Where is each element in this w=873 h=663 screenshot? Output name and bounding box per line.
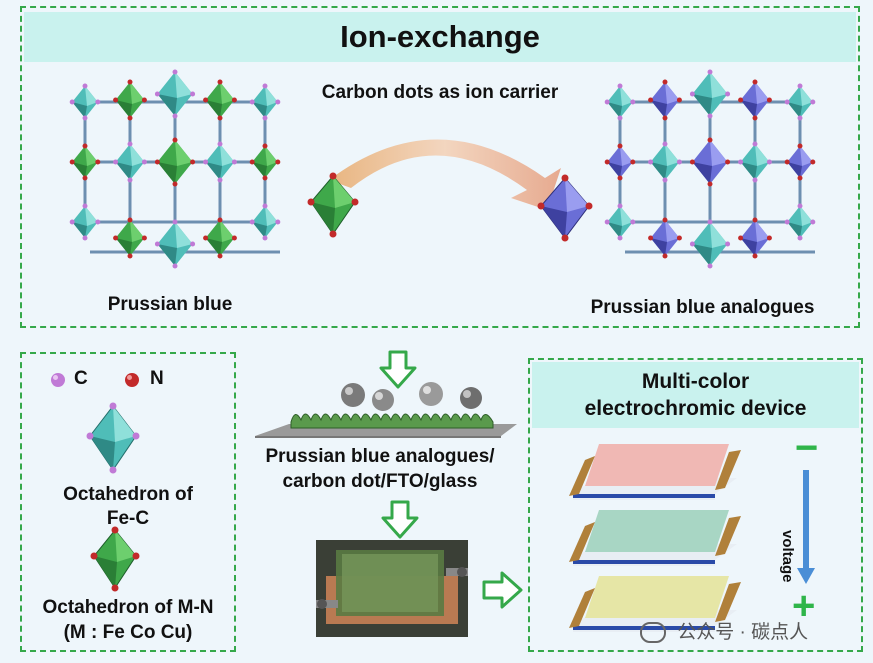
exchanged-octahedron-green	[307, 172, 359, 238]
legend-panel	[20, 352, 236, 652]
device-title-line1: Multi-color	[641, 370, 750, 393]
device-title: Multi-color electrochromic device	[532, 362, 859, 428]
carbon-atom-dot	[51, 373, 65, 387]
nitrogen-atom-dot	[125, 373, 139, 387]
pba-octahedron-8	[738, 141, 772, 183]
stack-label-line2: carbon dot/FTO/glass	[282, 471, 478, 492]
pb-octahedron-4	[249, 83, 281, 121]
pba-octahedron-5	[604, 143, 636, 181]
pba-octahedron-3	[738, 79, 772, 121]
pba-octahedron-14	[784, 203, 816, 241]
pba-octahedron-7	[689, 137, 731, 187]
pb-octahedron-7	[154, 137, 196, 187]
pba-octahedron-10	[604, 203, 636, 241]
carrier-label: Carbon dots as ion carrier	[321, 82, 559, 103]
fe-c-label-line2: Fe-C	[106, 508, 150, 529]
pb-octahedron-11	[113, 217, 147, 259]
pb-octahedron-6	[113, 141, 147, 183]
pb-octahedron-1	[113, 79, 147, 121]
voltage-plus: +	[792, 584, 816, 628]
watermark-text: 公众号 · 碳点人	[677, 622, 809, 643]
film-stack-illustration	[255, 382, 517, 438]
prussian-blue-lattice	[69, 69, 281, 269]
watermark: 公众号 · 碳点人	[640, 617, 808, 644]
device-layer-2	[569, 576, 741, 632]
down-arrow-icon-2	[381, 500, 419, 539]
pb-octahedron-12	[154, 219, 196, 269]
pba-octahedron-12	[689, 219, 731, 269]
pba-octahedron-2	[689, 69, 731, 119]
ion-exchange-title: Ion-exchange	[24, 12, 856, 62]
carbon-atom-label: C	[74, 368, 88, 389]
down-arrow-icon	[379, 350, 417, 389]
pb-octahedron-2	[154, 69, 196, 119]
prussian-blue-label: Prussian blue	[107, 294, 233, 315]
prussian-blue-analogue-lattice	[604, 69, 816, 269]
pb-octahedron-5	[69, 143, 101, 181]
m-n-label-line1: Octahedron of M-N	[42, 597, 214, 618]
prussian-blue-analogues-label: Prussian blue analogues	[590, 297, 815, 318]
pb-octahedron-10	[69, 203, 101, 241]
voltage-arrow	[797, 470, 815, 584]
pb-octahedron-14	[249, 203, 281, 241]
pba-octahedron-1	[648, 79, 682, 121]
pb-octahedron-3	[203, 79, 237, 121]
pb-octahedron-0	[69, 83, 101, 121]
ion-exchange-arrow	[329, 139, 561, 210]
pb-octahedron-9	[249, 143, 281, 181]
device-layer-0	[569, 444, 741, 500]
device-photo	[316, 540, 468, 637]
voltage-minus: −	[795, 426, 819, 470]
exchanged-octahedron-violet	[537, 174, 593, 242]
nitrogen-atom-label: N	[150, 368, 164, 389]
pba-octahedron-9	[784, 143, 816, 181]
pba-octahedron-4	[784, 83, 816, 121]
right-arrow-icon	[482, 571, 523, 609]
device-layers	[569, 444, 741, 632]
device-title-line2: electrochromic device	[584, 397, 807, 420]
pba-octahedron-6	[648, 141, 682, 183]
wechat-icon	[640, 622, 666, 644]
pba-octahedron-0	[604, 83, 636, 121]
fe-c-octahedron-icon	[86, 402, 140, 474]
voltage-label: voltage	[779, 530, 796, 583]
pb-octahedron-8	[203, 141, 237, 183]
m-n-label-line2: (M : Fe Co Cu)	[63, 622, 193, 643]
ion-exchange-panel	[20, 6, 860, 328]
device-layer-1	[569, 510, 741, 566]
stack-label-line1: Prussian blue analogues/	[265, 446, 495, 467]
device-panel	[528, 358, 863, 652]
pb-octahedron-13	[203, 217, 237, 259]
pba-octahedron-13	[738, 217, 772, 259]
pba-octahedron-11	[648, 217, 682, 259]
fe-c-label-line1: Octahedron of	[63, 484, 193, 505]
m-n-octahedron-icon	[90, 526, 140, 592]
